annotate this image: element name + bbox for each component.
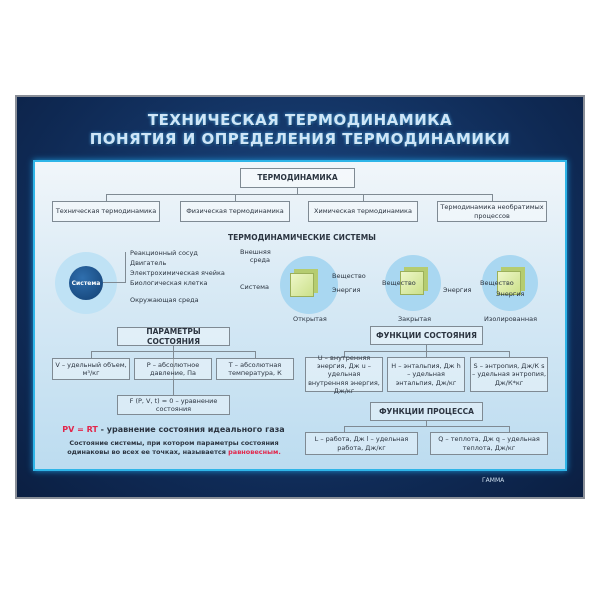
- example: Двигатель: [130, 259, 167, 267]
- branch-box: Техническая термодинамика: [52, 201, 160, 222]
- content-panel: [33, 160, 567, 471]
- type-closed: Закрытая: [398, 315, 432, 323]
- branch-box: Физическая термодинамика: [180, 201, 290, 222]
- title-line-1: ТЕХНИЧЕСКАЯ ТЕРМОДИНАМИКА: [147, 111, 453, 129]
- example: Электрохимическая ячейка: [130, 269, 225, 277]
- example: Реакционный сосуд: [130, 249, 198, 257]
- equilibrium-text: Состояние системы, при котором параметры…: [60, 439, 288, 457]
- state-function-box: S – энтропия, Дж/К s – удельная энтропия…: [470, 357, 548, 392]
- root-box: ТЕРМОДИНАМИКА: [240, 168, 355, 188]
- ideal-gas-formula: PV = RT: [62, 425, 98, 434]
- cube-icon: [497, 271, 521, 295]
- matter-label: Вещество: [480, 279, 514, 287]
- branch-box: Химическая термодинамика: [308, 201, 418, 222]
- equation-box: F (P, V, t) = 0 – уравнение состояния: [117, 395, 230, 415]
- matter-label: Вещество: [332, 272, 366, 280]
- matter-label: Вещество: [382, 279, 416, 287]
- example: Биологическая клетка: [130, 279, 208, 287]
- energy-label: Энергия: [496, 290, 525, 298]
- type-isolated: Изолированная: [484, 315, 537, 323]
- cube-icon: [400, 271, 424, 295]
- system-circle: Система: [69, 266, 103, 300]
- params-heading: ПАРАМЕТРЫ СОСТОЯНИЯ: [117, 327, 230, 346]
- equilibrium-body: Состояние системы, при котором параметры…: [67, 439, 279, 457]
- process-functions-heading: ФУНКЦИИ ПРОЦЕССА: [370, 402, 483, 421]
- process-function-box: L – работа, Дж l – удельная работа, Дж/к…: [305, 432, 418, 455]
- energy-label: Энергия: [332, 286, 361, 294]
- param-box: V – удельный объем, м³/кг: [52, 358, 130, 380]
- state-function-box: H – энтальпия, Дж h – удельная энтальпия…: [387, 357, 465, 392]
- external-label: Внешняя среда: [240, 248, 271, 264]
- energy-label: Энергия: [443, 286, 472, 294]
- systems-heading: ТЕРМОДИНАМИЧЕСКИЕ СИСТЕМЫ: [228, 233, 376, 242]
- ideal-gas-line: PV = RT - уравнение состояния идеального…: [40, 425, 307, 434]
- param-box: T – абсолютная температура, К: [216, 358, 294, 380]
- publisher-logo: ГАММА: [482, 477, 505, 484]
- system-label: Система: [240, 283, 270, 291]
- branch-box: Термодинамика необратимых процессов: [437, 201, 547, 222]
- state-function-box: U – внутренняя энергия, Дж u – удельная …: [305, 354, 383, 395]
- param-box: P – абсолютное давление, Па: [134, 358, 212, 380]
- process-function-box: Q – теплота, Дж q – удельная теплота, Дж…: [430, 432, 548, 455]
- equilibrium-highlight: равновесным.: [228, 448, 281, 457]
- ideal-gas-text: - уравнение состояния идеального газа: [97, 425, 285, 434]
- state-functions-heading: ФУНКЦИИ СОСТОЯНИЯ: [370, 326, 483, 345]
- cube-icon: [290, 273, 314, 297]
- title-line-2: ПОНЯТИЯ И ОПРЕДЕЛЕНИЯ ТЕРМОДИНАМИКИ: [89, 130, 511, 148]
- environment-label: Окружающая среда: [130, 296, 199, 304]
- type-open: Открытая: [293, 315, 327, 323]
